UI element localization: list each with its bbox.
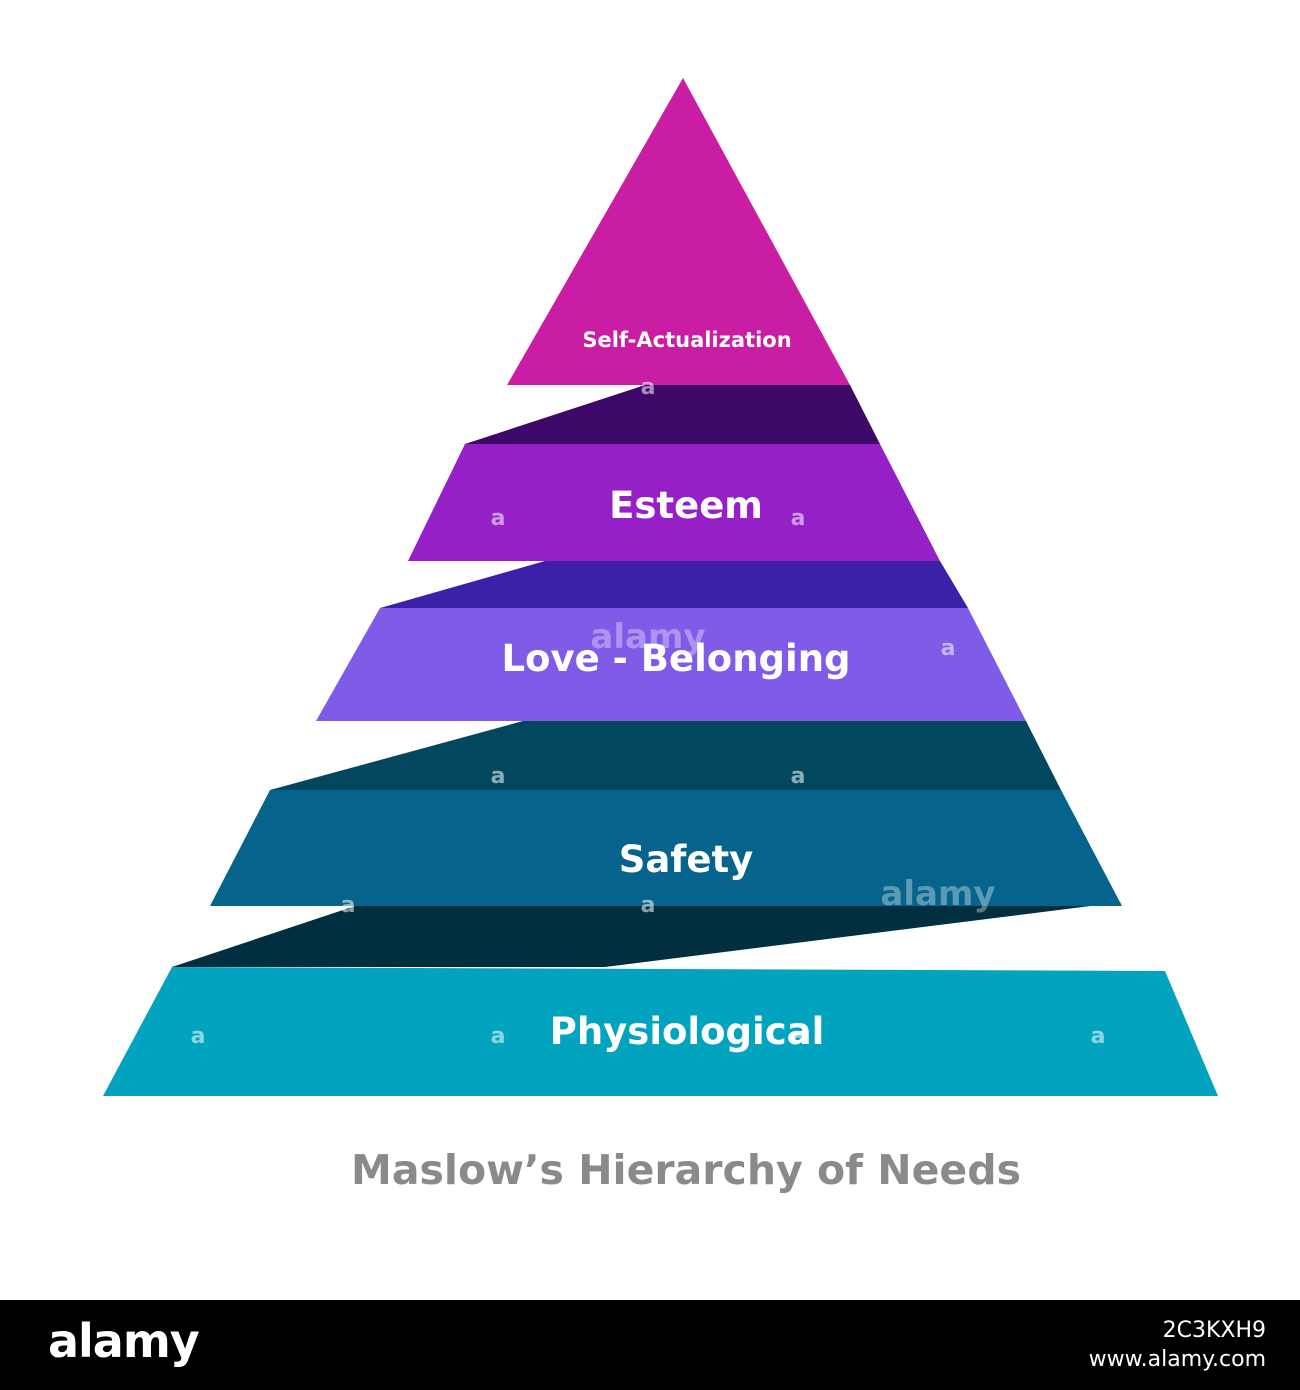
site-url: www.alamy.com — [1088, 1347, 1266, 1372]
tier-label-self-actualization: Self-Actualization — [582, 328, 791, 352]
svg-text:a: a — [1091, 1024, 1106, 1049]
tier-label-love-belonging: Love - Belonging — [501, 637, 850, 680]
alamy-logo: alamy — [48, 1314, 200, 1368]
svg-text:a: a — [491, 1024, 506, 1049]
svg-text:a: a — [941, 636, 956, 661]
tier-self-actualization — [507, 78, 850, 385]
svg-text:a: a — [791, 506, 806, 531]
svg-text:a: a — [191, 1024, 206, 1049]
svg-text:a: a — [641, 375, 656, 400]
tier-safety — [210, 790, 1122, 906]
maslow-pyramid-diagram: a a a a a a a a a a a a a alamy alamy Se… — [103, 78, 1218, 1194]
svg-text:a: a — [641, 893, 656, 918]
watermark-footer-bar: alamy 2C3KXH9 www.alamy.com — [0, 1300, 1300, 1390]
svg-text:a: a — [491, 764, 506, 789]
svg-text:alamy: alamy — [590, 617, 705, 657]
tier-label-esteem: Esteem — [609, 484, 763, 527]
svg-text:a: a — [491, 506, 506, 531]
watermark-layer: a a a a a a a a a a a a a alamy alamy — [191, 375, 1106, 1049]
connector-fold-4 — [172, 902, 1122, 967]
svg-text:alamy: alamy — [880, 874, 995, 914]
diagram-title: Maslow’s Hierarchy of Needs — [351, 1146, 1021, 1194]
svg-text:a: a — [341, 893, 356, 918]
connector-fold-3 — [270, 721, 1061, 790]
svg-text:a: a — [791, 1024, 806, 1049]
tier-love-belonging — [316, 608, 1026, 721]
tier-label-safety: Safety — [619, 838, 754, 881]
footer-meta: 2C3KXH9 www.alamy.com — [1089, 1316, 1266, 1374]
tier-esteem — [408, 444, 940, 561]
svg-text:a: a — [341, 636, 356, 661]
tier-physiological — [103, 967, 1218, 1096]
connector-fold-2 — [380, 561, 968, 608]
tier-label-physiological: Physiological — [550, 1010, 825, 1053]
image-id: 2C3KXH9 — [1162, 1318, 1266, 1343]
connector-fold-1 — [465, 385, 880, 444]
svg-text:a: a — [791, 764, 806, 789]
